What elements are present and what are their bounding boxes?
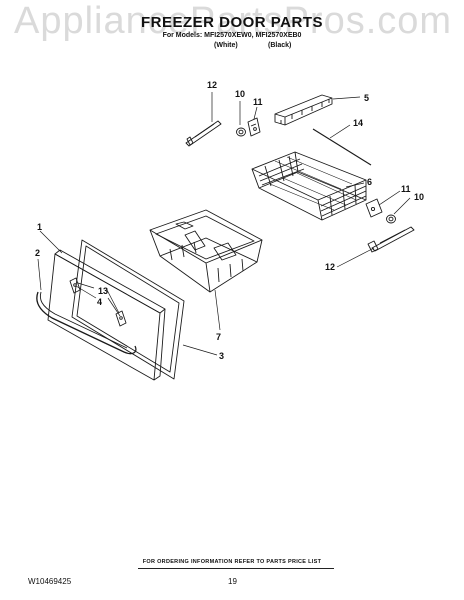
callout-7: 7 — [216, 332, 221, 342]
leader-lines — [37, 92, 411, 356]
callout-10-right: 10 — [414, 192, 424, 202]
freezer-bin — [149, 209, 263, 293]
door-gasket — [71, 239, 185, 380]
model-list: For Models: MFI2570XEW0, MFI2570XEB0 — [162, 32, 302, 39]
door-handle — [36, 291, 137, 355]
callout-1: 1 — [37, 222, 42, 232]
slide-rail-left — [185, 120, 222, 147]
callout-6: 6 — [367, 177, 372, 187]
callout-3: 3 — [219, 351, 224, 361]
callout-10-top: 10 — [235, 89, 245, 99]
variant-black: (Black) — [268, 42, 292, 49]
callout-2: 2 — [35, 248, 40, 258]
callout-5: 5 — [364, 93, 369, 103]
roller-left — [236, 127, 246, 137]
footer-rule — [138, 568, 334, 569]
callout-13: 13 — [98, 286, 108, 296]
bracket-left — [247, 117, 261, 137]
page-header: AppliancePartsPros.com FREEZER DOOR PART… — [0, 0, 464, 90]
callout-11-right: 11 — [401, 184, 411, 194]
wire-basket — [251, 151, 367, 221]
slide-rail-right — [367, 226, 415, 253]
variant-white: (White) — [214, 42, 238, 49]
watermark: AppliancePartsPros.com — [14, 0, 453, 42]
basket-support — [274, 94, 333, 126]
callout-12-top: 12 — [207, 80, 217, 90]
freezer-door-panel — [47, 249, 166, 381]
callout-4: 4 — [97, 297, 102, 307]
roller-right — [386, 214, 396, 224]
callout-12-right: 12 — [325, 262, 335, 272]
page-title: FREEZER DOOR PARTS — [140, 14, 324, 31]
callout-11-top: 11 — [253, 97, 263, 107]
handle-clip-left — [69, 277, 81, 294]
callout-14: 14 — [353, 118, 363, 128]
document-number: W10469425 — [28, 577, 72, 586]
ordering-note: FOR ORDERING INFORMATION REFER TO PARTS … — [142, 559, 322, 565]
handle-clip-right — [115, 310, 127, 327]
page-number: 19 — [228, 577, 237, 586]
rod — [312, 128, 372, 166]
bracket-right — [365, 198, 383, 218]
